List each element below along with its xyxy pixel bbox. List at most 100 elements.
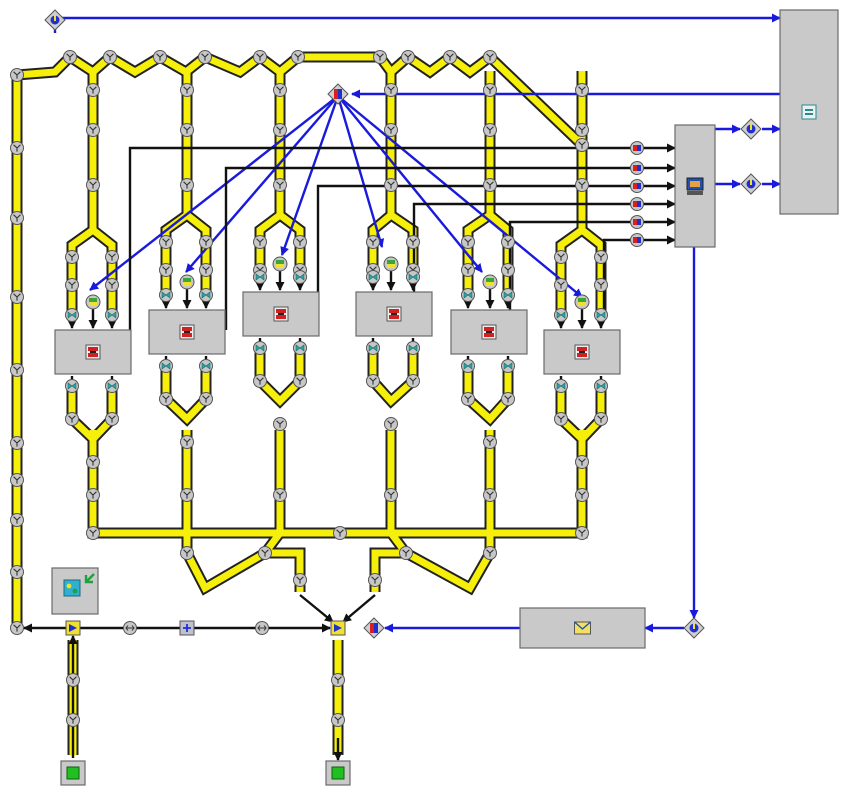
junction-node[interactable] <box>86 83 100 97</box>
junction-node[interactable] <box>501 235 515 249</box>
junction-node[interactable] <box>10 290 24 304</box>
sensor-node[interactable] <box>482 274 498 290</box>
junction-node[interactable] <box>461 235 475 249</box>
junction-node[interactable] <box>575 488 589 502</box>
junction-node[interactable] <box>258 546 272 560</box>
junction-node[interactable] <box>554 278 568 292</box>
junction-node[interactable] <box>10 363 24 377</box>
junction-node[interactable] <box>594 278 608 292</box>
junction-node[interactable] <box>384 488 398 502</box>
junction-node[interactable] <box>63 50 77 64</box>
sensor-node[interactable] <box>574 294 590 310</box>
junction-node[interactable] <box>10 141 24 155</box>
unit-1-block[interactable] <box>54 329 132 375</box>
junction-node[interactable] <box>483 123 497 137</box>
valve-node[interactable] <box>199 288 213 302</box>
junction-node[interactable] <box>575 138 589 152</box>
valve-node[interactable] <box>461 359 475 373</box>
junction-node[interactable] <box>483 435 497 449</box>
valve-node[interactable] <box>293 270 307 284</box>
analyzer-block[interactable] <box>519 607 646 649</box>
junction-node[interactable] <box>594 412 608 426</box>
output-diamond-2[interactable] <box>740 173 762 195</box>
junction-node[interactable] <box>443 50 457 64</box>
junction-node[interactable] <box>406 235 420 249</box>
junction-node[interactable] <box>180 488 194 502</box>
port-node[interactable] <box>255 621 269 635</box>
junction-node[interactable] <box>10 436 24 450</box>
junction-node[interactable] <box>331 713 345 727</box>
junction-node[interactable] <box>199 392 213 406</box>
junction-node[interactable] <box>273 488 287 502</box>
junction-node[interactable] <box>10 513 24 527</box>
junction-node[interactable] <box>159 392 173 406</box>
source-right-block[interactable] <box>325 760 351 786</box>
signal-input-node[interactable] <box>630 141 644 155</box>
junction-node[interactable] <box>86 455 100 469</box>
junction-node[interactable] <box>180 435 194 449</box>
junction-node[interactable] <box>575 123 589 137</box>
valve-node[interactable] <box>65 379 79 393</box>
junction-node[interactable] <box>291 50 305 64</box>
junction-node[interactable] <box>483 50 497 64</box>
valve-node[interactable] <box>461 288 475 302</box>
source-left-block[interactable] <box>60 760 86 786</box>
junction-node[interactable] <box>180 546 194 560</box>
valve-node[interactable] <box>199 359 213 373</box>
valve-node[interactable] <box>594 379 608 393</box>
signal-input-node[interactable] <box>630 179 644 193</box>
valve-node[interactable] <box>554 308 568 322</box>
junction-node[interactable] <box>10 565 24 579</box>
junction-node[interactable] <box>384 178 398 192</box>
junction-node[interactable] <box>198 50 212 64</box>
junction-node[interactable] <box>554 412 568 426</box>
junction-node[interactable] <box>575 178 589 192</box>
supervisor-block[interactable] <box>779 9 839 215</box>
valve-node[interactable] <box>293 341 307 355</box>
header-tee-node[interactable] <box>65 620 81 636</box>
unit-3-block[interactable] <box>242 291 320 337</box>
junction-node[interactable] <box>10 473 24 487</box>
junction-node[interactable] <box>331 673 345 687</box>
junction-node[interactable] <box>594 250 608 264</box>
junction-node[interactable] <box>86 526 100 540</box>
setpoint-splitter-diamond[interactable] <box>327 83 349 105</box>
junction-node[interactable] <box>461 392 475 406</box>
junction-node[interactable] <box>366 235 380 249</box>
valve-node[interactable] <box>554 379 568 393</box>
junction-node[interactable] <box>575 455 589 469</box>
junction-node[interactable] <box>384 83 398 97</box>
valve-node[interactable] <box>253 341 267 355</box>
junction-node[interactable] <box>66 673 80 687</box>
mixer-signal-diamond[interactable] <box>363 617 385 639</box>
valve-node[interactable] <box>65 308 79 322</box>
sensor-node[interactable] <box>85 294 101 310</box>
junction-node[interactable] <box>65 412 79 426</box>
junction-node[interactable] <box>180 178 194 192</box>
signal-input-node[interactable] <box>630 161 644 175</box>
junction-node[interactable] <box>180 83 194 97</box>
valve-node[interactable] <box>159 288 173 302</box>
signal-input-node[interactable] <box>630 233 644 247</box>
junction-node[interactable] <box>199 263 213 277</box>
pump-node[interactable] <box>179 620 195 636</box>
junction-node[interactable] <box>483 83 497 97</box>
junction-node[interactable] <box>575 83 589 97</box>
junction-node[interactable] <box>10 621 24 635</box>
junction-node[interactable] <box>153 50 167 64</box>
analyzer-signal-diamond[interactable] <box>683 617 705 639</box>
junction-node[interactable] <box>401 50 415 64</box>
junction-node[interactable] <box>501 263 515 277</box>
valve-node[interactable] <box>366 270 380 284</box>
valve-node[interactable] <box>366 341 380 355</box>
signal-input-node[interactable] <box>630 197 644 211</box>
junction-node[interactable] <box>333 526 347 540</box>
junction-node[interactable] <box>293 573 307 587</box>
valve-node[interactable] <box>253 270 267 284</box>
junction-node[interactable] <box>366 374 380 388</box>
junction-node[interactable] <box>406 374 420 388</box>
junction-node[interactable] <box>273 83 287 97</box>
junction-node[interactable] <box>501 392 515 406</box>
junction-node[interactable] <box>65 250 79 264</box>
unit-6-block[interactable] <box>543 329 621 375</box>
